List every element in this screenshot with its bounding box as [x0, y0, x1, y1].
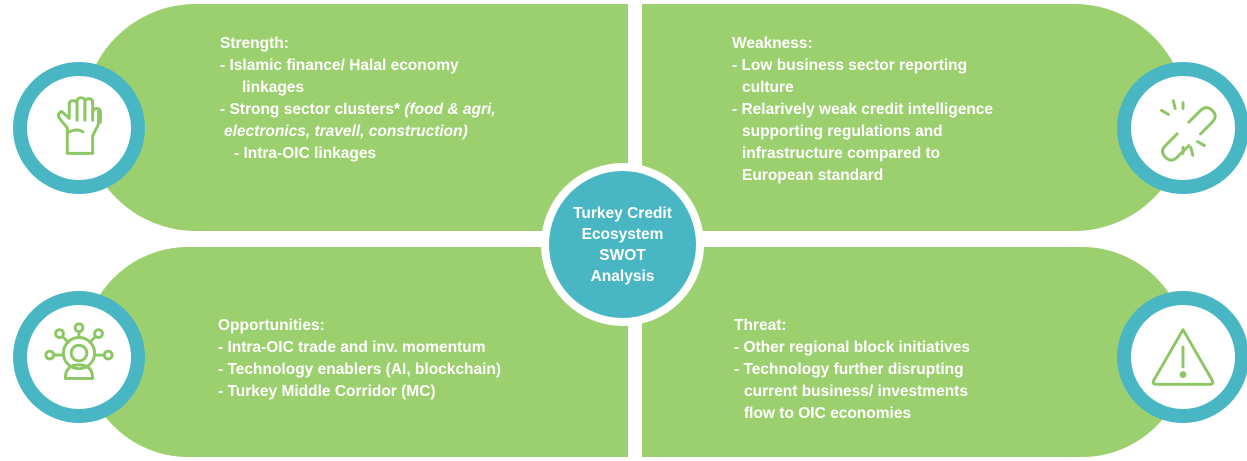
center-line-3: SWOT [599, 246, 646, 264]
center-line-1: Turkey Credit [573, 204, 672, 222]
strength-line-5: - Intra-OIC linkages [234, 145, 377, 162]
threat-panel [642, 247, 1187, 457]
weakness-line-3: - Relarively weak credit intelligence [732, 101, 994, 118]
network-person-icon [44, 322, 114, 380]
opportunities-icon-circle [13, 291, 145, 423]
weakness-line-1: - Low business sector reporting [732, 57, 968, 74]
strength-line-3a: - Strong sector clusters* [220, 101, 405, 118]
center-line-2: Ecosystem [581, 225, 664, 243]
strength-icon-circle [13, 62, 145, 194]
opportunities-line-1: - Intra-OIC trade and inv. momentum [218, 339, 486, 356]
threat-line-3: current business/ investments [744, 383, 968, 400]
weakness-panel [642, 4, 1187, 231]
strength-line-3b: (food & agri, [404, 101, 496, 118]
weakness-title: Weakness: [732, 35, 813, 52]
raised-fist-icon [56, 96, 102, 155]
weakness-line-2: culture [742, 79, 794, 96]
threat-line-1: - Other regional block initiatives [734, 339, 970, 356]
weakness-line-5: infrastructure compared to [742, 145, 941, 162]
opportunities-panel [83, 247, 628, 457]
warning-icon [1151, 328, 1215, 386]
weakness-line-4: supporting regulations and [742, 123, 943, 140]
opportunities-text: Opportunities: - Intra-OIC trade and inv… [218, 315, 501, 403]
strength-text: Strength: - Islamic finance/ Halal econo… [220, 33, 496, 165]
opportunities-title: Opportunities: [218, 317, 325, 334]
strength-title: Strength: [220, 35, 289, 52]
center-line-4: Analysis [590, 267, 655, 285]
opportunities-line-2: - Technology enablers (AI, blockchain) [218, 361, 502, 378]
broken-link-icon [1160, 99, 1217, 162]
strength-line-4: electronics, travell, construction) [224, 123, 468, 140]
weakness-line-6: European standard [742, 167, 884, 184]
opportunities-line-3: - Turkey Middle Corridor (MC) [218, 383, 436, 400]
threat-line-2: - Technology further disrupting [734, 361, 964, 378]
strength-line-2: linkages [242, 79, 305, 96]
threat-icon-circle [1117, 291, 1247, 423]
strength-line-1: - Islamic finance/ Halal economy [220, 57, 459, 74]
strength-line-3: - Strong sector clusters* (food & agri, [220, 99, 496, 121]
threat-text: Threat: - Other regional block initiativ… [734, 315, 970, 425]
weakness-text: Weakness: - Low business sector reportin… [732, 33, 993, 187]
threat-line-4: flow to OIC economies [744, 405, 912, 422]
weakness-icon-circle [1117, 62, 1247, 194]
center-label: Turkey Credit Ecosystem SWOT Analysis [549, 171, 696, 318]
strength-panel [83, 4, 628, 231]
threat-title: Threat: [734, 317, 787, 334]
center-circle: Turkey Credit Ecosystem SWOT Analysis [541, 163, 704, 326]
